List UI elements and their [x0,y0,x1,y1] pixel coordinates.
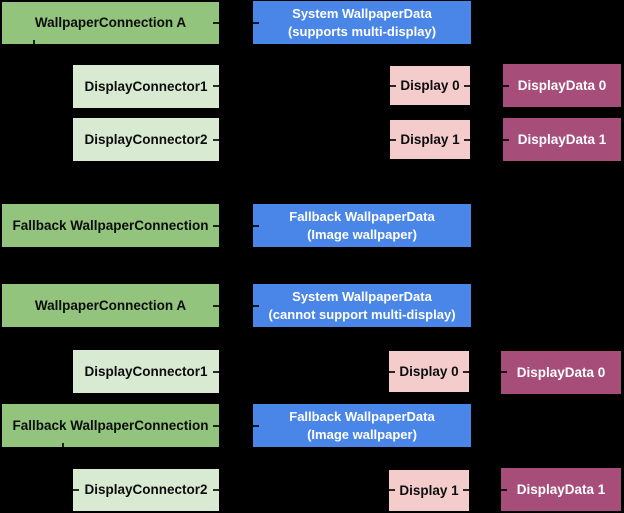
node-label: DisplayData 1 [517,131,607,147]
connector-line [213,139,396,141]
node-label: Display 0 [399,363,459,379]
node-label: (Image wallpaper) [307,226,417,242]
connector-line [463,371,507,373]
node-displaydata-0-bottom: DisplayData 0 [501,351,621,394]
connector-line [213,85,396,87]
node-display-0-top: Display 0 [390,66,470,105]
node-display-1-top: Display 1 [390,120,470,159]
connector-line [213,22,259,24]
node-label: DisplayConnector1 [84,363,208,379]
node-label: Fallback WallpaperConnection [12,417,209,433]
node-label: DisplayConnector2 [84,131,208,147]
node-label: Display 1 [400,131,460,147]
node-display-connector2-top: DisplayConnector2 [73,118,219,161]
node-label: DisplayData 0 [517,77,607,93]
connector-stub [33,40,35,47]
node-fallback-wallpaperdata-bot: Fallback WallpaperData (Image wallpaper) [253,404,471,447]
node-display-connector2-bottom: DisplayConnector2 [73,469,219,511]
node-label: System WallpaperData [292,288,432,304]
node-label: (supports multi-display) [287,23,437,39]
node-label: Display 0 [400,77,460,93]
connector-line [213,489,395,491]
node-system-wallpaperdata-no-multi: System WallpaperData (cannot support mult… [253,284,471,327]
node-display-1-bottom: Display 1 [389,470,469,511]
node-system-wallpaperdata-multi: System WallpaperData (supports multi-disp… [253,1,471,44]
connector-line [213,305,259,307]
node-fallback-wallpaper-connection-mid: Fallback WallpaperConnection [2,204,219,247]
connector-line [213,425,259,427]
node-label: Fallback WallpaperConnection [12,217,209,233]
node-label: DisplayData 1 [516,481,606,497]
node-label: DisplayData 0 [516,364,606,380]
node-fallback-wallpaper-connection-bot: Fallback WallpaperConnection [2,404,219,447]
connector-line [463,489,507,491]
node-label: WallpaperConnection A [34,297,187,313]
node-display-connector1-top: DisplayConnector1 [73,65,219,108]
node-label: DisplayConnector2 [84,482,208,497]
node-label: Fallback WallpaperData [289,208,435,224]
node-displaydata-1-top: DisplayData 1 [503,118,621,161]
connector-line [213,225,259,227]
node-wallpaper-connection-a-lower: WallpaperConnection A [2,284,219,327]
connector-line [464,139,509,141]
node-label: (Image wallpaper) [307,426,417,442]
node-label: Fallback WallpaperData [289,408,435,424]
node-display-connector1-bottom: DisplayConnector1 [73,350,219,393]
node-displaydata-1-bottom: DisplayData 1 [501,468,621,511]
node-display-0-bottom: Display 0 [389,351,469,392]
node-label: Display 1 [399,482,459,498]
node-label: System WallpaperData [292,5,432,21]
connector-stub [62,443,64,450]
connector-stub [67,489,79,491]
node-label: DisplayConnector1 [84,78,208,94]
node-label: (cannot support multi-display) [268,306,456,322]
node-displaydata-0-top: DisplayData 0 [503,64,621,107]
node-wallpaper-connection-a-top: WallpaperConnection A [2,2,219,44]
connector-line [464,85,509,87]
node-fallback-wallpaperdata-mid: Fallback WallpaperData (Image wallpaper) [253,204,471,247]
node-label: WallpaperConnection A [34,15,187,30]
connector-line [213,371,395,373]
